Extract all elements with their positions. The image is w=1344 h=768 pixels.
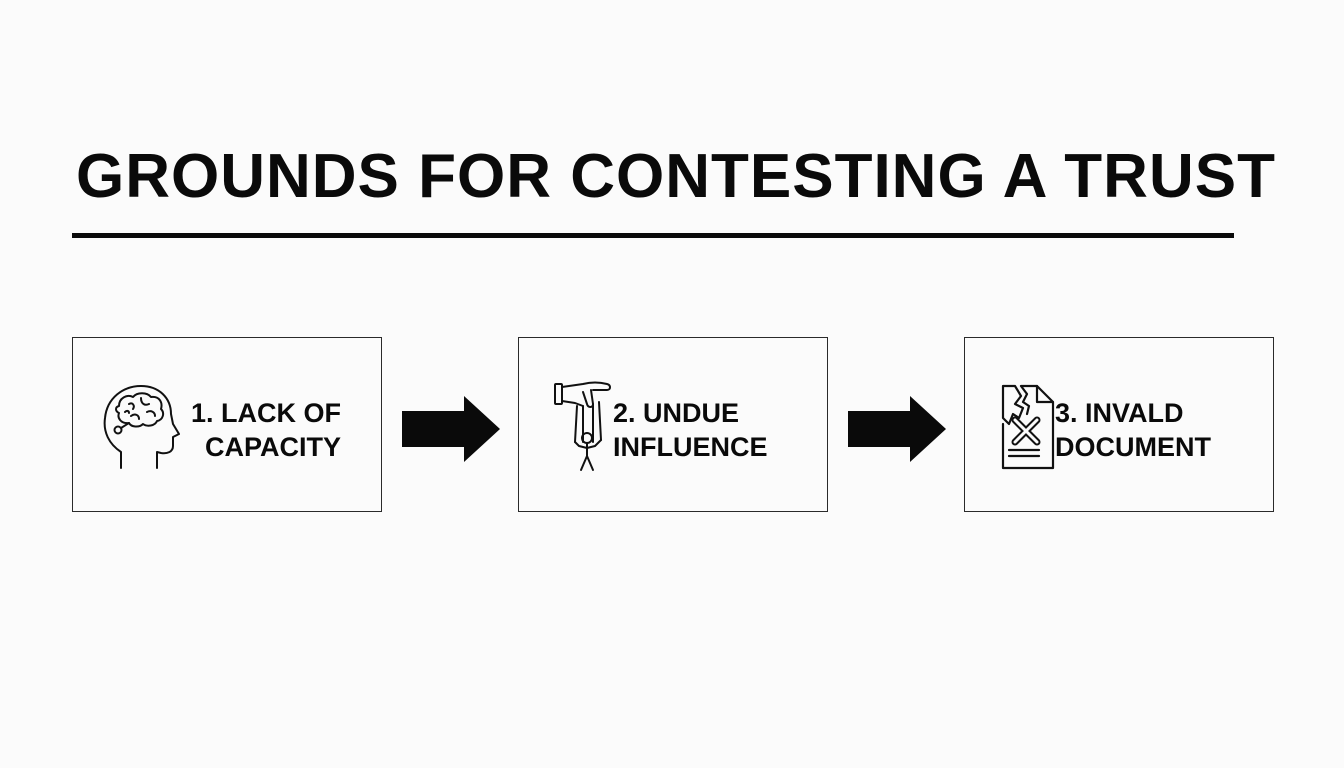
- step-label-line1: 1. LACK OF: [191, 398, 342, 428]
- step-label-line2: CAPACITY: [205, 432, 342, 462]
- torn-document-icon: [999, 384, 1057, 470]
- step-label: 2. UNDUE INFLUENCE: [613, 396, 768, 464]
- puppet-hand-icon: [553, 380, 617, 472]
- title-divider: [72, 233, 1234, 238]
- step-label: 3. INVALD DOCUMENT: [1055, 396, 1211, 464]
- step-box-lack-of-capacity: 1. LACK OF CAPACITY: [72, 337, 382, 512]
- step-label-line1: 2. UNDUE: [613, 398, 740, 428]
- arrow-right-icon: [846, 395, 948, 463]
- step-label-line2: DOCUMENT: [1055, 432, 1211, 462]
- arrow-right-icon: [400, 395, 502, 463]
- step-label: 1. LACK OF CAPACITY: [191, 396, 341, 464]
- page-title: GROUNDS FOR CONTESTING A TRUST: [76, 142, 1276, 211]
- step-label-line1: 3. INVALD: [1055, 398, 1184, 428]
- brain-head-icon: [101, 382, 180, 472]
- step-box-undue-influence: 2. UNDUE INFLUENCE: [518, 337, 828, 512]
- step-box-invalid-document: 3. INVALD DOCUMENT: [964, 337, 1274, 512]
- step-label-line2: INFLUENCE: [613, 432, 768, 462]
